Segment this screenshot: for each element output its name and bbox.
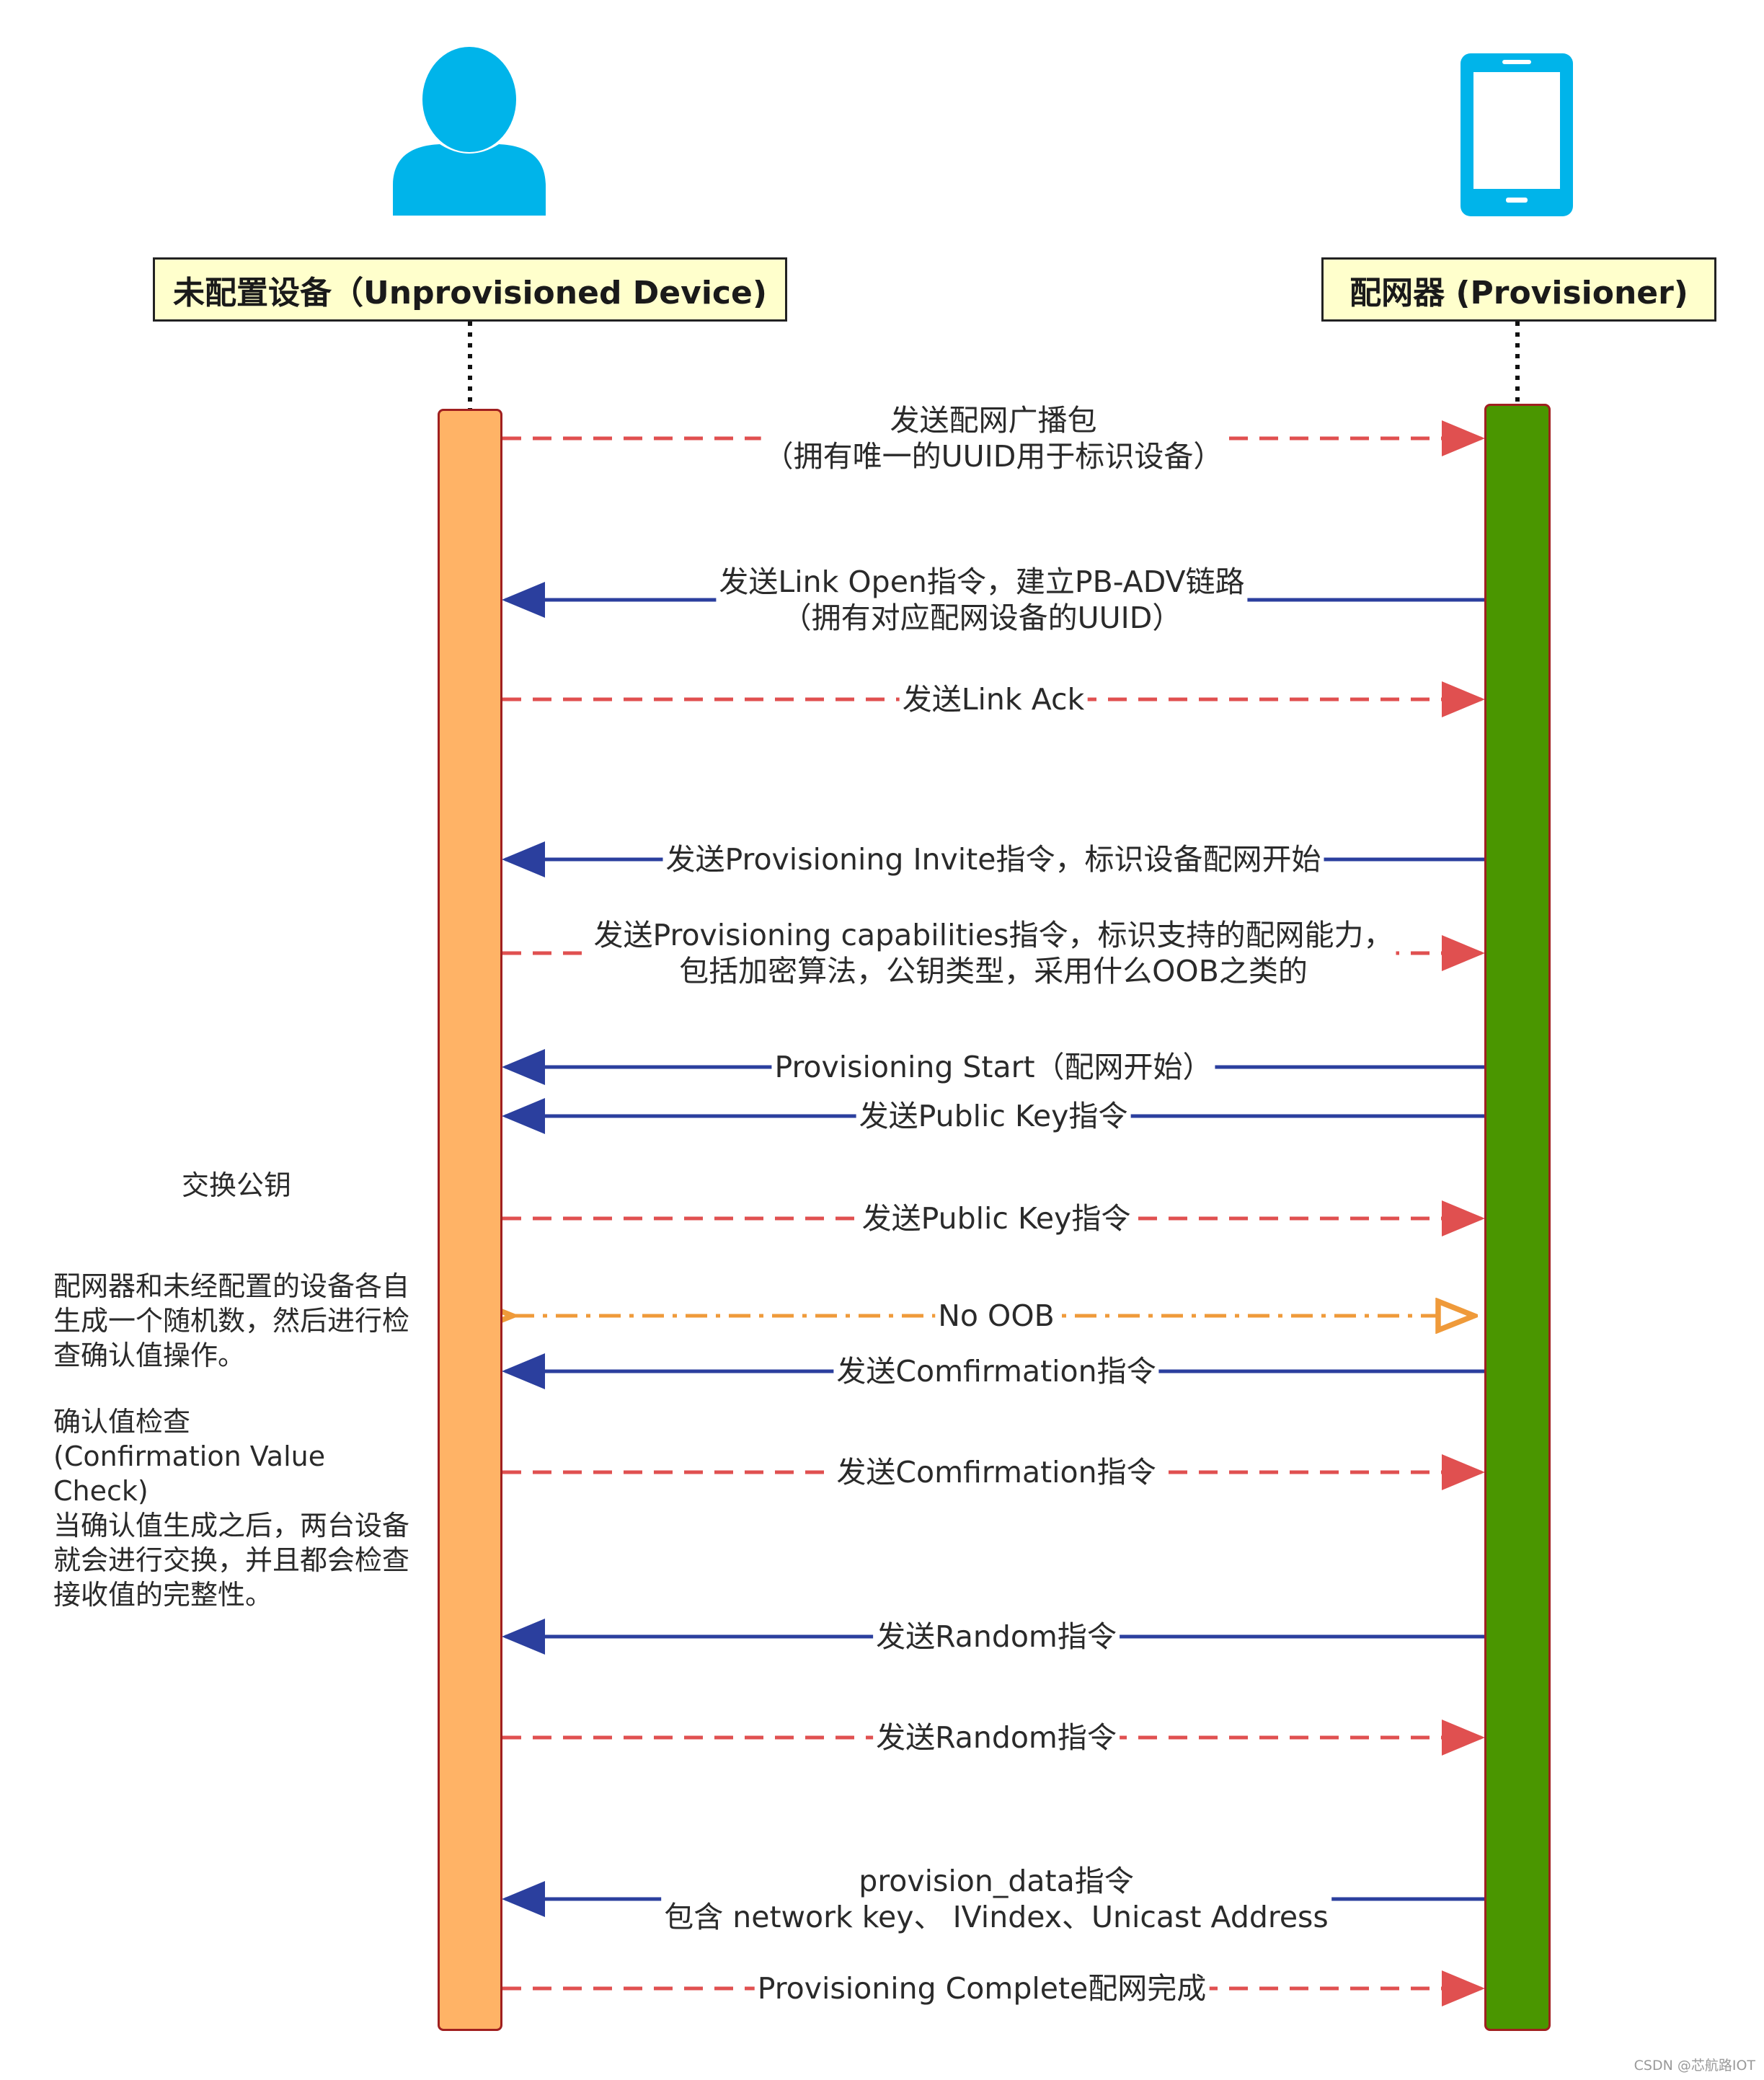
device-participant-label: 未配置设备（Unprovisioned Device) [173,274,767,311]
message-label-line: 发送Link Open指令，建立PB-ADV链路 [719,565,1245,599]
message-label-line: 发送配网广播包 [890,403,1097,438]
message-label-capabilities: 发送Provisioning capabilities指令，标识支持的配网能力，… [590,917,1396,989]
message-label-line: 发送Random指令 [876,1720,1117,1755]
device-activation-bar [438,409,502,2031]
message-label-line: Provisioning Start（配网开始） [774,1050,1213,1084]
message-label-random-p: 发送Random指令 [873,1619,1120,1655]
message-label-start: Provisioning Start（配网开始） [771,1049,1215,1085]
message-label-random-d: 发送Random指令 [873,1720,1120,1756]
message-label-beacon: 发送配网广播包（拥有唯一的UUID用于标识设备） [761,402,1226,474]
message-label-link-open: 发送Link Open指令，建立PB-ADV链路（拥有对应配网设备的UUID） [716,564,1248,636]
message-label-link-ack: 发送Link Ack [899,681,1088,717]
message-label-line: 发送Link Ack [902,682,1085,717]
note-confirmation-check: 确认值检查 (Confirmation Value Check) 当确认值生成之… [53,1406,410,1611]
message-label-line: 发送Public Key指令 [859,1099,1128,1133]
message-label-complete: Provisioning Complete配网完成 [754,1970,1210,2006]
note-random-generation: 配网器和未经配置的设备各自 生成一个随机数，然后进行检 查确认值操作。 [53,1270,410,1371]
message-label-line: No OOB [938,1298,1055,1333]
message-label-confirm-d: 发送Comfirmation指令 [833,1454,1159,1490]
provisioner-participant-box: 配网器 (Provisioner) [1321,257,1716,322]
message-label-line: 发送Comfirmation指令 [836,1455,1156,1490]
message-label-line: 发送Comfirmation指令 [836,1354,1156,1389]
message-label-data: provision_data指令包含 network key、 IVindex、… [661,1863,1331,1935]
message-label-line: Provisioning Complete配网完成 [757,1971,1207,2006]
message-label-line: provision_data指令 [859,1864,1134,1898]
watermark: CSDN @芯航路IOT [1634,2058,1755,2074]
message-label-line: 发送Provisioning Invite指令，标识设备配网开始 [665,842,1321,877]
device-participant-box: 未配置设备（Unprovisioned Device) [153,257,787,322]
provisioner-participant-label: 配网器 (Provisioner) [1349,274,1688,311]
message-label-line: 发送Public Key指令 [861,1201,1131,1236]
message-label-line: 发送Random指令 [876,1619,1117,1654]
message-label-no-oob: No OOB [935,1298,1058,1334]
message-label-line: 发送Provisioning capabilities指令，标识支持的配网能力， [593,918,1393,952]
message-label-pubkey-d: 发送Public Key指令 [859,1200,1134,1236]
provisioner-activation-bar [1484,404,1551,2031]
message-label-pubkey-p: 发送Public Key指令 [856,1098,1131,1134]
message-label-line: 包含 network key、 IVindex、Unicast Address [664,1900,1329,1934]
message-label-confirm-p: 发送Comfirmation指令 [833,1353,1159,1389]
message-label-line: （拥有对应配网设备的UUID） [781,601,1182,635]
person-icon [393,47,546,216]
message-label-line: （拥有唯一的UUID用于标识设备） [763,439,1223,474]
message-label-line: 包括加密算法，公钥类型，采用什么OOB之类的 [679,954,1308,988]
smartphone-icon [1461,53,1573,216]
message-label-invite: 发送Provisioning Invite指令，标识设备配网开始 [662,841,1324,877]
note-exchange-public-key: 交换公钥 [182,1169,292,1201]
